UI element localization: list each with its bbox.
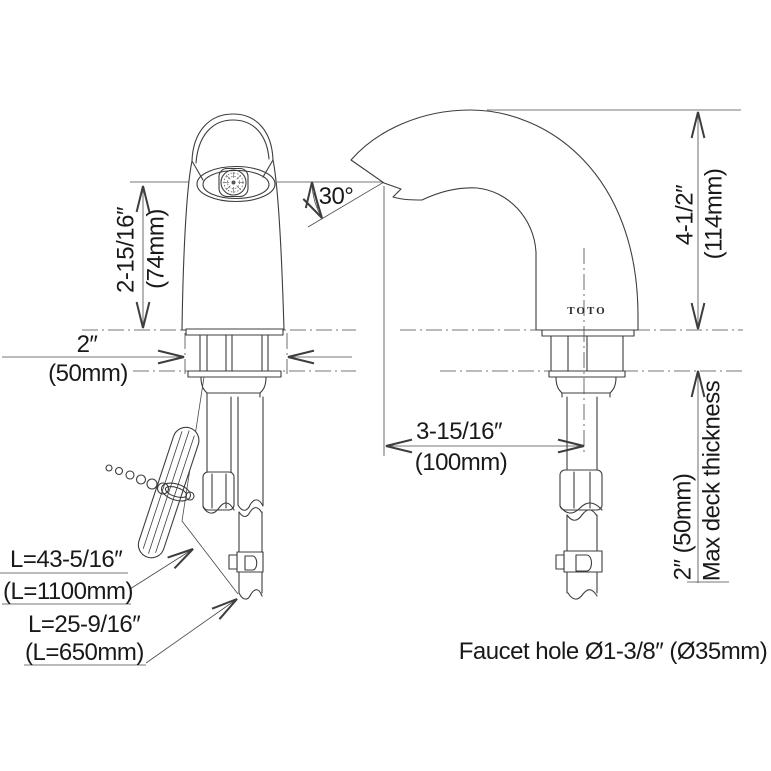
dim-hose-length-mm: (L=650mm)	[25, 639, 144, 666]
dim-reach-mm: (100mm)	[415, 449, 508, 476]
faucet-hole-note: Faucet hole Ø1-3/8″ (Ø35mm)	[459, 638, 767, 665]
front-view-body	[181, 113, 285, 331]
front-view-spout-cable	[181, 376, 239, 595]
front-view-shank	[202, 396, 264, 514]
reference-lines	[130, 109, 741, 583]
side-view-body	[350, 109, 639, 331]
front-view-base	[185, 328, 284, 398]
side-view-base	[541, 329, 635, 398]
front-view-aerator	[218, 167, 249, 198]
front-view-extension-lines	[184, 333, 288, 374]
dim-deck-thickness-label: Max deck thickness	[699, 380, 726, 581]
dim-deck-thickness: 2″ (50mm)	[670, 474, 697, 581]
dim-spout-angle: 30°	[319, 183, 354, 210]
dim-overall-height-mm: (114mm)	[701, 169, 728, 260]
dim-reach-inch: 3-15/16″	[416, 418, 503, 445]
toto-logo: TOTO	[567, 305, 606, 317]
dim-base-width-mm: (50mm)	[48, 360, 128, 387]
front-view-hose	[228, 507, 264, 600]
dim-base-width-inch: 2″	[77, 331, 99, 358]
leader-lines	[0, 548, 238, 666]
side-view-shank	[559, 396, 603, 514]
dim-cable-length-inch: L=43-5/16″	[10, 546, 123, 573]
deck-reference-lines	[82, 329, 743, 372]
dim-cable-length-mm: (L=1100mm)	[3, 578, 133, 605]
dim-spout-height-mm: (74mm)	[143, 209, 170, 289]
dim-spout-height-inch: 2-15/16″	[113, 206, 140, 293]
side-view-hose	[555, 509, 603, 600]
dim-hose-length-inch: L=25-9/16″	[28, 611, 141, 638]
front-view-cable-band	[137, 426, 200, 559]
dimension-lines	[2, 111, 706, 583]
dimension-labels: 2-15/16″ (74mm) 2″ (50mm) 30° 4-1/2″ (11…	[3, 169, 768, 666]
dim-overall-height-inch: 4-1/2″	[672, 184, 699, 245]
front-view-bead-chain	[105, 464, 195, 502]
